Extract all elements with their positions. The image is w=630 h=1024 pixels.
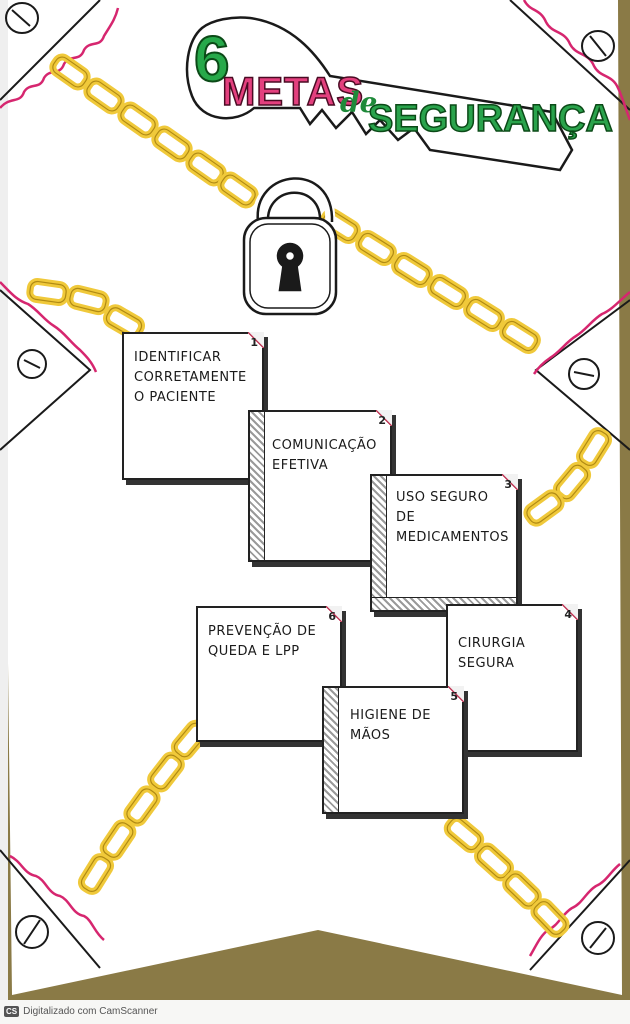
goal-note-3: 3 USO SEGURO DE MEDICAMENTOS <box>370 474 518 612</box>
goal-text: COMUNICAÇÃO EFETIVA <box>272 438 377 473</box>
goal-text: IDENTIFICAR CORRETAMENTE O PACIENTE <box>134 350 247 405</box>
camscanner-logo-icon: CS <box>4 1006 20 1017</box>
key-shape-icon <box>185 16 574 172</box>
note-fold <box>248 332 264 348</box>
note-tape <box>372 476 387 610</box>
note-fold <box>502 474 518 490</box>
goal-text: USO SEGURO DE MEDICAMENTOS <box>396 490 509 545</box>
padlock-icon <box>242 175 338 316</box>
note-fold <box>376 410 392 426</box>
note-tape <box>250 412 265 560</box>
corner-top-right <box>509 0 630 121</box>
title-word-seguranca: SEGURANÇA <box>367 97 613 141</box>
scan-footer <box>0 1000 630 1024</box>
note-tape <box>324 688 339 812</box>
goal-note-4: 4 CIRURGIA SEGURA <box>446 604 578 752</box>
goal-number: 4 <box>564 608 572 621</box>
goal-note-5: 5 HIGIENE DE MÃOS <box>322 686 464 814</box>
note-fold <box>448 686 464 702</box>
corner-mid-right <box>532 291 630 451</box>
corner-mid-left <box>0 281 98 451</box>
goal-number: 5 <box>450 690 458 703</box>
goal-number: 3 <box>504 478 512 491</box>
goal-text: CIRURGIA SEGURA <box>458 636 526 671</box>
note-fold <box>326 606 342 622</box>
corner-bottom-right <box>528 859 630 971</box>
title-word-metas: METAS <box>221 69 365 115</box>
corner-bottom-left <box>0 849 105 969</box>
goal-note-6: 6 PREVENÇÃO DE QUEDA E LPP <box>196 606 342 742</box>
goal-number: 1 <box>250 336 258 349</box>
poster-title: 6 METAS de SEGURANÇA <box>182 12 614 182</box>
goal-text: HIGIENE DE MÃOS <box>350 708 432 743</box>
goal-text: PREVENÇÃO DE QUEDA E LPP <box>208 624 317 659</box>
keyhole-icon <box>276 242 304 292</box>
title-connector: de <box>340 86 378 119</box>
goal-note-1: 1 IDENTIFICAR CORRETAMENTE O PACIENTE <box>122 332 264 480</box>
title-number: 6 <box>193 22 231 96</box>
scanner-credit: CS Digitalizado com CamScanner <box>4 1006 158 1017</box>
goal-number: 2 <box>378 414 386 427</box>
note-fold <box>562 604 578 620</box>
credit-text: Digitalizado com CamScanner <box>23 1006 158 1017</box>
corner-top-left <box>0 0 120 109</box>
goal-number: 6 <box>328 610 336 623</box>
